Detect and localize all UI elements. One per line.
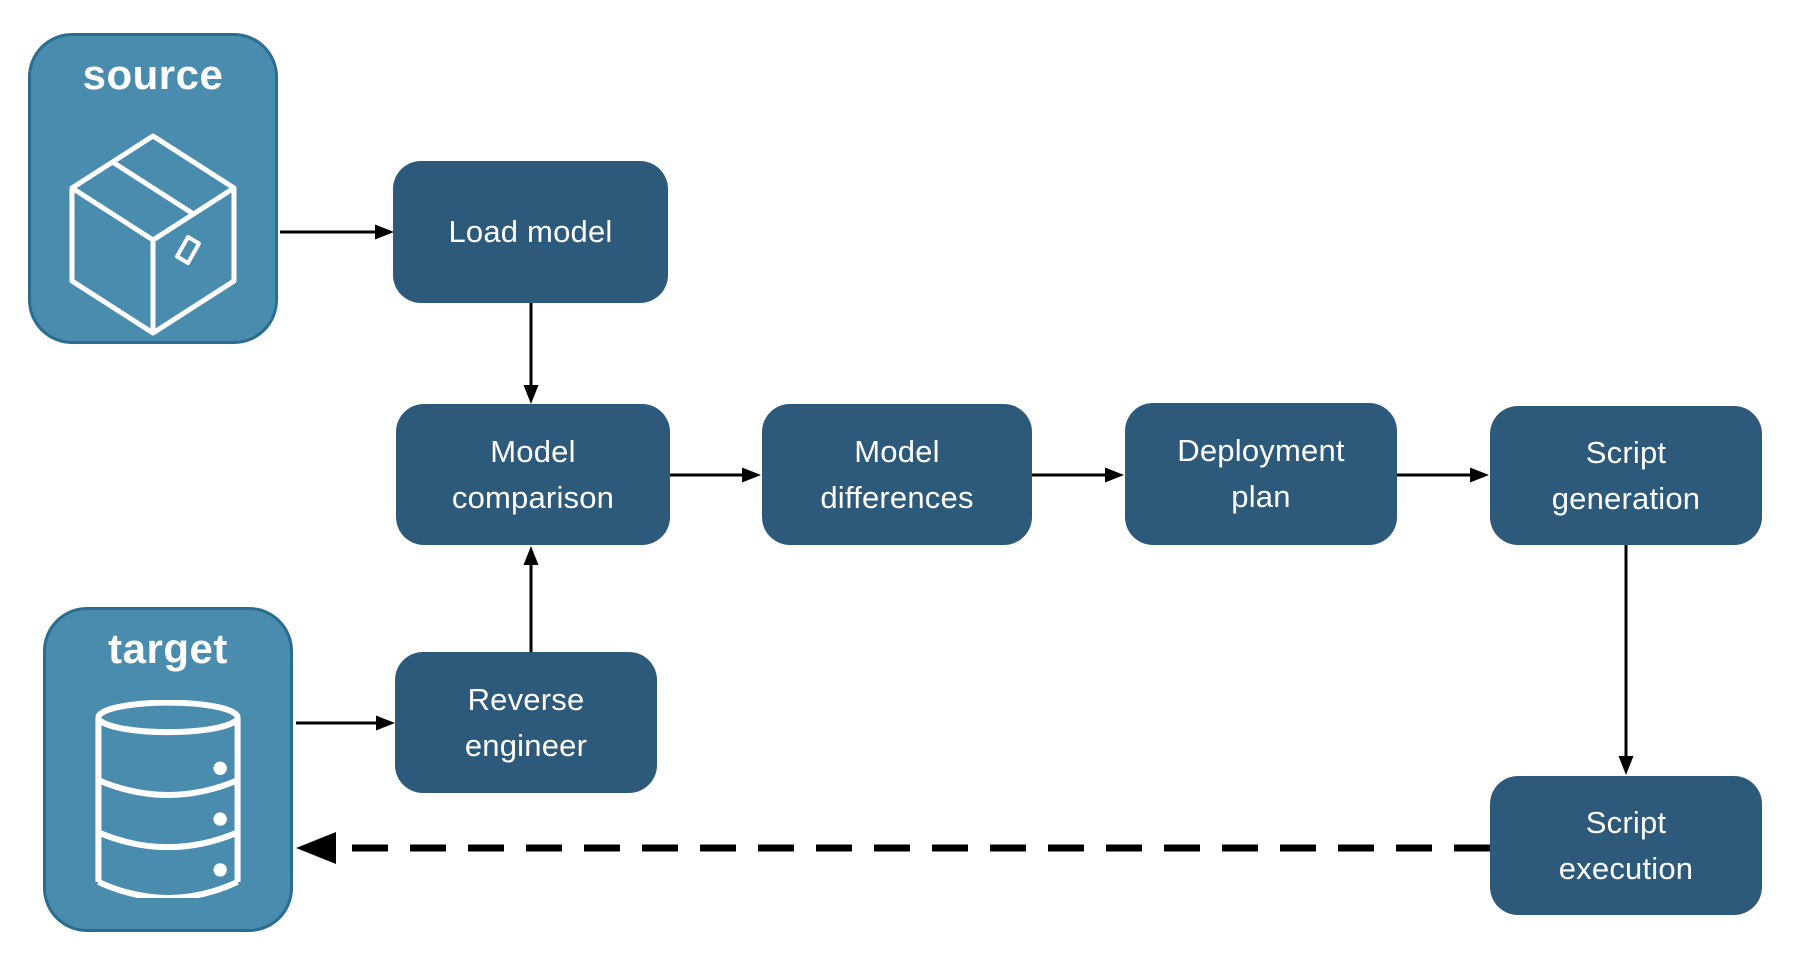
arrow-dashed-script-execution-to-target bbox=[296, 832, 1490, 864]
source-label: source bbox=[82, 51, 224, 98]
arrow-deployment-plan-to-script-generation bbox=[1397, 467, 1489, 483]
source-box: source bbox=[28, 33, 278, 344]
node-script-generation: Script generation bbox=[1490, 406, 1762, 545]
node-model-comparison: Model comparison bbox=[396, 404, 670, 545]
database-icon bbox=[95, 699, 241, 901]
arrow-model-differences-to-deployment-plan bbox=[1032, 467, 1124, 483]
node-script-execution: Script execution bbox=[1490, 776, 1762, 915]
node-reverse-engineer: Reverse engineer bbox=[395, 652, 657, 793]
target-box: target bbox=[43, 607, 293, 932]
arrow-target-to-reverse-engineer bbox=[296, 715, 395, 731]
target-label: target bbox=[108, 625, 228, 672]
arrow-source-to-load-model bbox=[280, 224, 394, 240]
node-deployment-plan: Deployment plan bbox=[1125, 403, 1397, 545]
node-load-model: Load model bbox=[393, 161, 668, 303]
arrow-reverse-engineer-to-model-comparison bbox=[523, 546, 539, 652]
node-model-differences: Model differences bbox=[762, 404, 1032, 545]
arrow-script-generation-to-script-execution bbox=[1618, 545, 1634, 775]
arrow-load-model-to-model-comparison bbox=[523, 303, 539, 404]
arrow-model-comparison-to-model-differences bbox=[670, 467, 761, 483]
package-icon bbox=[69, 133, 237, 336]
